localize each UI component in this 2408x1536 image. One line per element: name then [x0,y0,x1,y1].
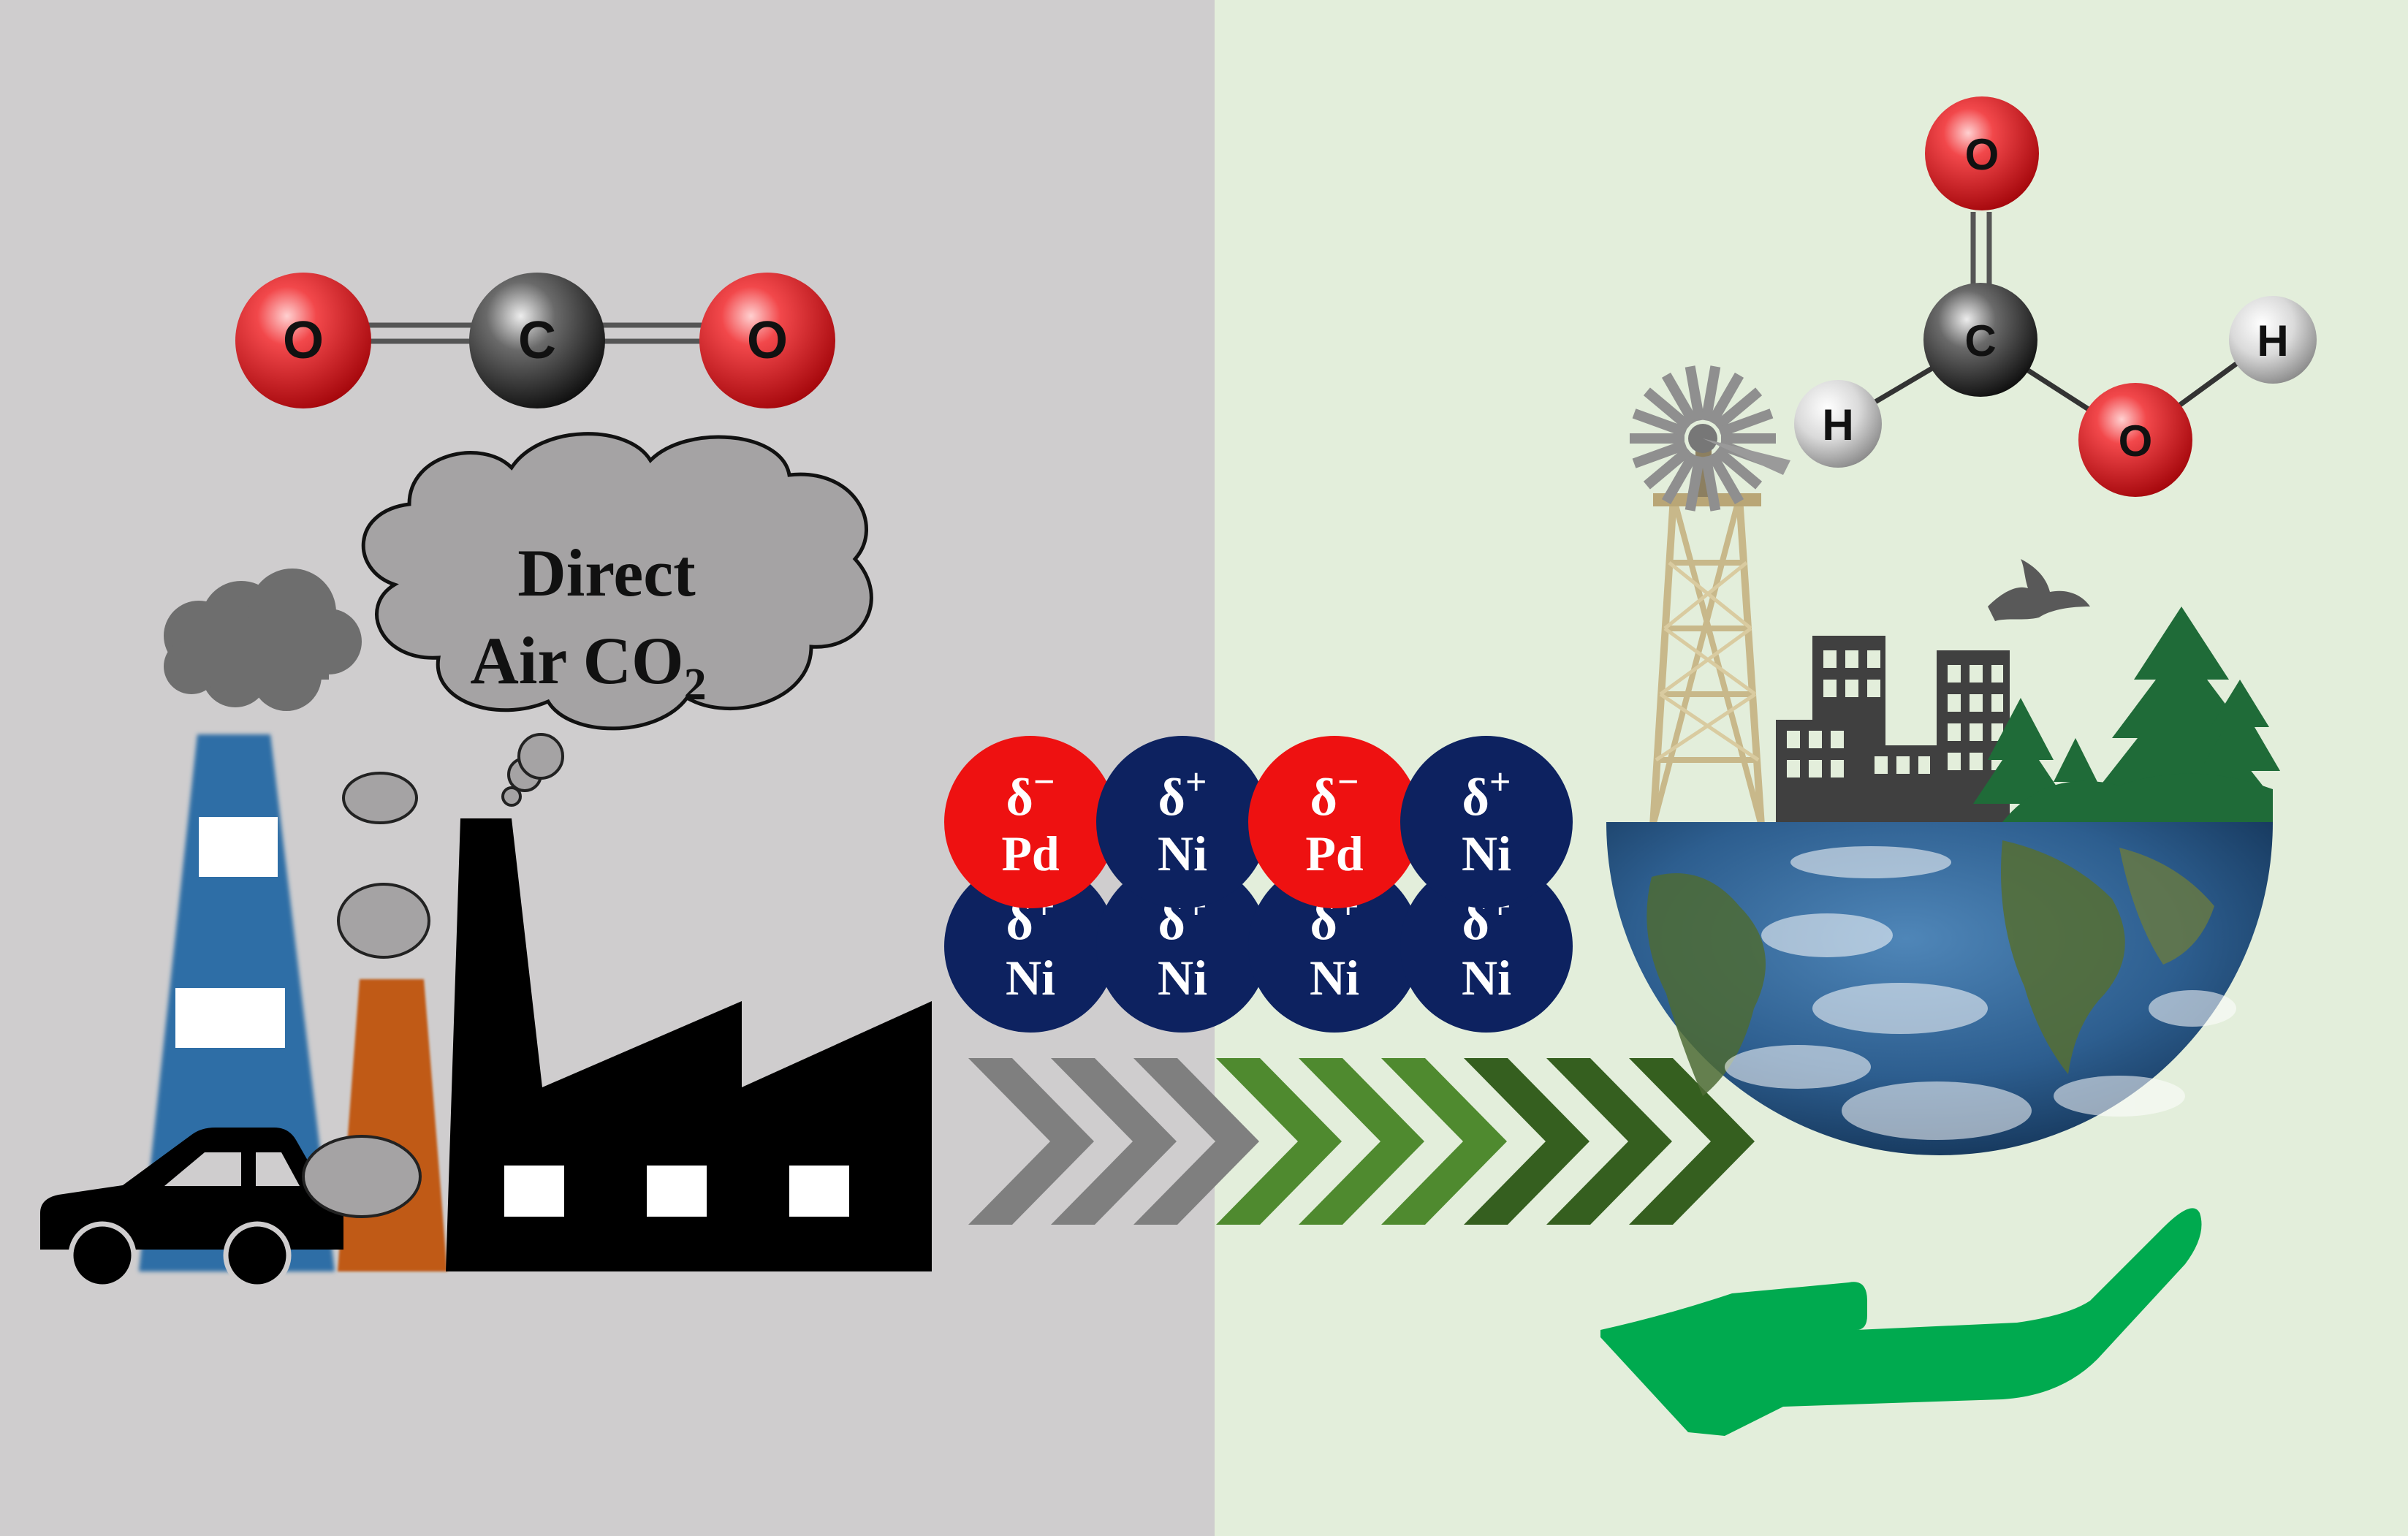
smoke-puff-car [302,1135,422,1218]
catalyst-cluster: δ+Niδ+Niδ+Niδ+Niδ−Pdδ+Niδ−Pdδ+Ni [944,736,1573,1033]
windmill-blade [1661,452,1698,505]
chimney-window-top [199,817,278,877]
windmill-blade [1685,365,1705,422]
pine-tree-icon [1973,607,2280,822]
atom-sphere [1096,736,1269,908]
formic-carbon [1923,283,2037,397]
atom-sphere [1096,860,1269,1033]
smoke-puff-small-2 [337,883,430,959]
chevron-arrow [1546,1058,1672,1225]
windmill-blade [1701,365,1721,422]
co2-carbon-label: C [518,311,556,370]
atom-sphere [1400,860,1573,1033]
atom-element: Ni [1462,950,1511,1005]
formic-hydrogen-left [1794,380,1882,468]
formic-hydrogen-hydroxyl-label: H [2257,316,2288,365]
windmill-blade [1713,446,1763,490]
windmill-blade [1632,408,1687,438]
co2-carbon [469,273,605,408]
windmill-blade [1707,452,1744,505]
windmill-blade [1713,387,1763,431]
co2-oxygen-right [699,273,835,408]
atom-sphere [1248,860,1421,1033]
windmill-blade [1632,439,1687,468]
factory-window-1 [504,1166,564,1217]
atom-charge: δ− [1310,761,1359,826]
cloud-label-line1: Direct [517,536,696,610]
co2-oxygen-left-label: O [283,311,324,370]
atom-element: Ni [1158,950,1207,1005]
atom-element: Pd [1305,826,1364,881]
co2-oxygen-left [235,273,371,408]
chevron-arrow [1133,1058,1259,1225]
atom-charge: δ− [1006,761,1055,826]
atom-sphere [1400,736,1573,908]
chevron-arrow [1464,1058,1589,1225]
smoke-puff-small-1 [342,772,418,824]
co2-oxygen-right-label: O [747,311,788,370]
chevron-arrow [1629,1058,1755,1225]
catalyst-atom-ni: δ+Ni [1400,736,1573,908]
chevron-arrow [1299,1058,1424,1225]
cloud-label-subscript: 2 [684,660,707,710]
open-hand-icon [1600,1208,2202,1436]
atom-sphere [1248,736,1421,908]
formic-oxygen-hydroxyl [2078,383,2192,497]
formic-oxygen-top [1925,96,2039,210]
formic-oxygen-top-label: O [1965,130,1999,179]
windmill-blade [1643,387,1693,431]
chimney-window-bottom [175,988,285,1048]
car-wheel-front [223,1221,292,1290]
smoke-puff-icon [164,569,362,711]
chevron-arrow [1381,1058,1507,1225]
factory-window-2 [647,1166,707,1217]
formic-acid-molecule-icon: O C H O H [1794,96,2317,497]
factory-icon [446,818,932,1271]
windmill-blade [1701,455,1721,512]
windmill-blade [1661,372,1698,425]
co2-molecule-icon: O C O [235,273,835,408]
cloud-label-line2: Air CO2 [470,623,706,710]
formic-oxygen-hydroxyl-label: O [2119,417,2153,465]
thought-bubble-3 [517,733,564,780]
windmill-blade [1718,408,1774,438]
atom-element: Ni [1462,826,1511,881]
windmill-icon [1630,365,1790,829]
earth-hemisphere-icon [1606,822,2273,1155]
catalyst-atom-ni: δ+Ni [1096,736,1269,908]
thought-bubble-1 [501,786,522,807]
chevron-arrow [1216,1058,1342,1225]
atom-charge: δ+ [1462,761,1511,826]
windmill-blade [1707,372,1744,425]
atom-element: Ni [1158,826,1207,881]
atom-sphere [944,860,1117,1033]
windmill-blade [1685,455,1705,512]
chevron-arrows-icon [968,1058,1755,1225]
atom-element: Ni [1006,950,1055,1005]
bird-icon [1988,559,2090,621]
catalyst-atom-ni: δ+Ni [1096,860,1269,1033]
atom-sphere [944,736,1117,908]
cloud-label-air-co: Air CO [470,623,683,698]
atom-element: Ni [1310,950,1359,1005]
formic-carbon-label: C [1964,316,1996,365]
thought-cloud-icon: Direct Air CO2 [361,432,873,731]
formic-hydrogen-hydroxyl [2229,296,2317,384]
catalyst-atom-pd: δ−Pd [1248,736,1421,908]
atom-charge: δ+ [1158,761,1207,826]
car-wheel-rear [68,1221,137,1290]
catalyst-atom-ni: δ+Ni [1400,860,1573,1033]
windmill-blade [1643,446,1693,490]
chevron-arrow [968,1058,1094,1225]
catalyst-atom-pd: δ−Pd [944,736,1117,908]
car-icon [40,1128,343,1290]
factory-window-3 [789,1166,849,1217]
atom-element: Pd [1001,826,1060,881]
chevron-arrow [1051,1058,1177,1225]
formic-hydrogen-left-label: H [1822,400,1853,449]
